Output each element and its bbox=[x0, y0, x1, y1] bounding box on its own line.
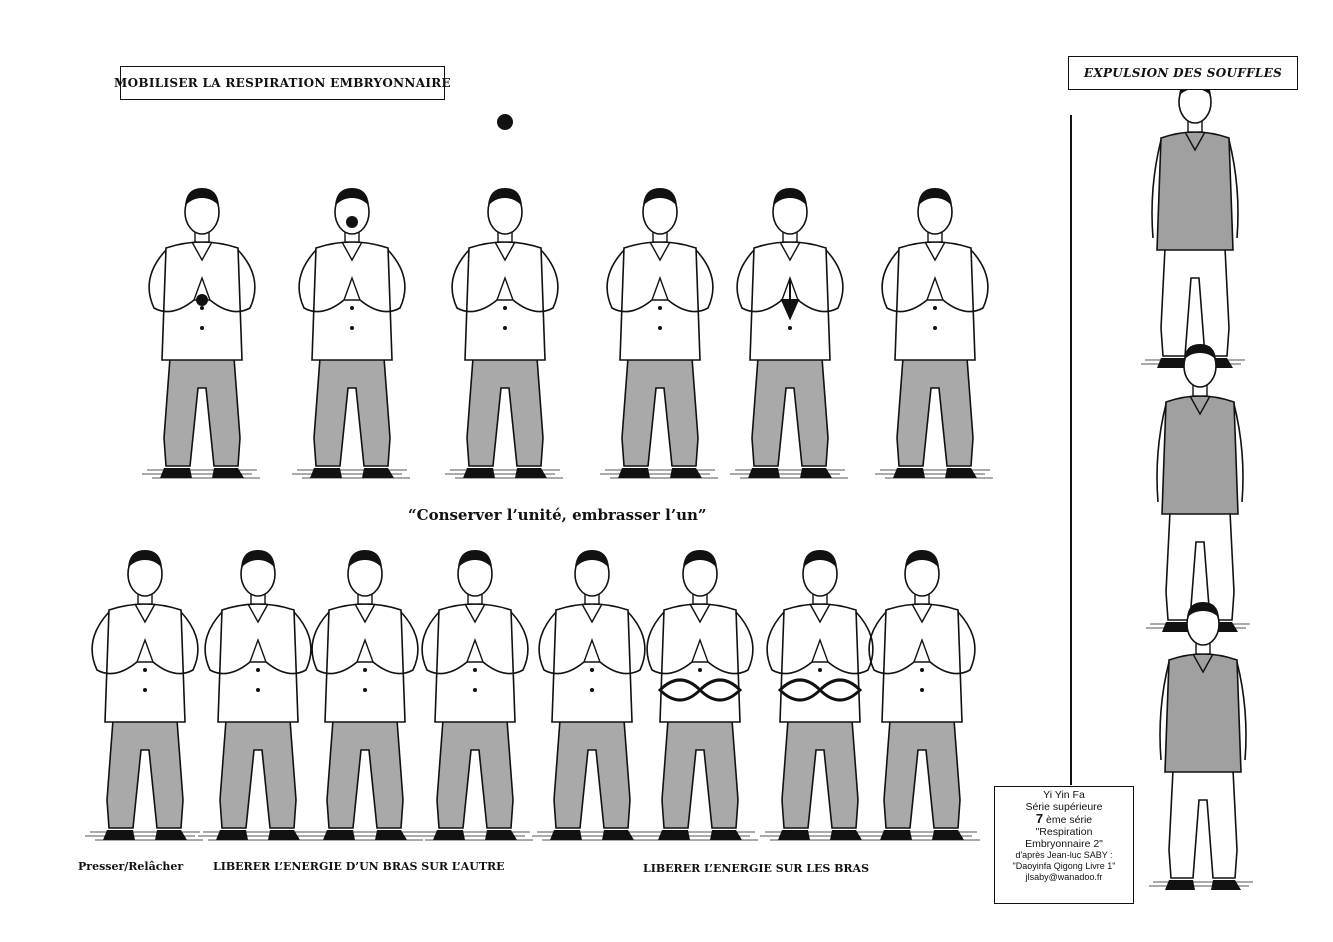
down-arrow-icon bbox=[780, 280, 800, 321]
credit-line: Série supérieure bbox=[1025, 801, 1103, 813]
figure-top-1 bbox=[141, 187, 261, 479]
series-number: 7 bbox=[1035, 811, 1044, 826]
credit-line: Yi Yin Fa bbox=[1043, 789, 1085, 801]
credit-line: "Daoyinfa Qigong Livre 1" bbox=[1012, 861, 1116, 871]
caption-liberer-bras-autre: LIBERER L’ENERGIE D’UN BRAS SUR L’AUTRE bbox=[213, 860, 505, 873]
figure-bottom-5 bbox=[531, 549, 651, 841]
vertical-divider bbox=[1070, 115, 1072, 785]
credit-line: Embryonnaire 2" bbox=[1025, 838, 1103, 850]
figure-bottom-8 bbox=[861, 549, 981, 841]
dantian-dot bbox=[346, 216, 358, 228]
figure-top-4 bbox=[599, 187, 719, 479]
figure-right-1 bbox=[1140, 79, 1246, 369]
figure-bottom-2 bbox=[197, 549, 317, 841]
credit-email: jlsaby@wanadoo.fr bbox=[1025, 872, 1103, 882]
title-expulsion: EXPULSION DES SOUFFLES bbox=[1068, 56, 1298, 90]
title-mobiliser: MOBILISER LA RESPIRATION EMBRYONNAIRE bbox=[114, 66, 451, 100]
figure-bottom-4 bbox=[414, 549, 534, 841]
figure-bottom-3 bbox=[304, 549, 424, 841]
infinity-loop-icon bbox=[777, 678, 863, 702]
dantian-dot bbox=[196, 294, 208, 306]
figure-top-3 bbox=[444, 187, 564, 479]
figure-right-2 bbox=[1145, 343, 1251, 633]
credit-line: d'après Jean-luc SABY : bbox=[1015, 850, 1113, 860]
credit-box: Yi Yin Fa Série supérieure 7 ème série "… bbox=[994, 786, 1134, 904]
credit-line: "Respiration bbox=[1035, 826, 1093, 838]
caption-presser: Presser/Relâcher bbox=[78, 860, 184, 873]
credit-line: 7 ème série bbox=[995, 811, 1133, 826]
figure-top-2 bbox=[291, 187, 411, 479]
figure-bottom-7 bbox=[759, 549, 879, 841]
figure-bottom-1 bbox=[84, 549, 204, 841]
infinity-loop-icon bbox=[657, 678, 743, 702]
head-dot bbox=[497, 114, 513, 130]
quote-text: “Conserver l’unité, embrasser l’un” bbox=[408, 506, 707, 524]
credit-line: ème série bbox=[1043, 814, 1093, 826]
figure-top-5 bbox=[729, 187, 849, 479]
figure-top-6 bbox=[874, 187, 994, 479]
figure-bottom-6 bbox=[639, 549, 759, 841]
figure-right-3 bbox=[1148, 601, 1254, 891]
caption-liberer-bras: LIBERER L’ENERGIE SUR LES BRAS bbox=[643, 862, 870, 875]
